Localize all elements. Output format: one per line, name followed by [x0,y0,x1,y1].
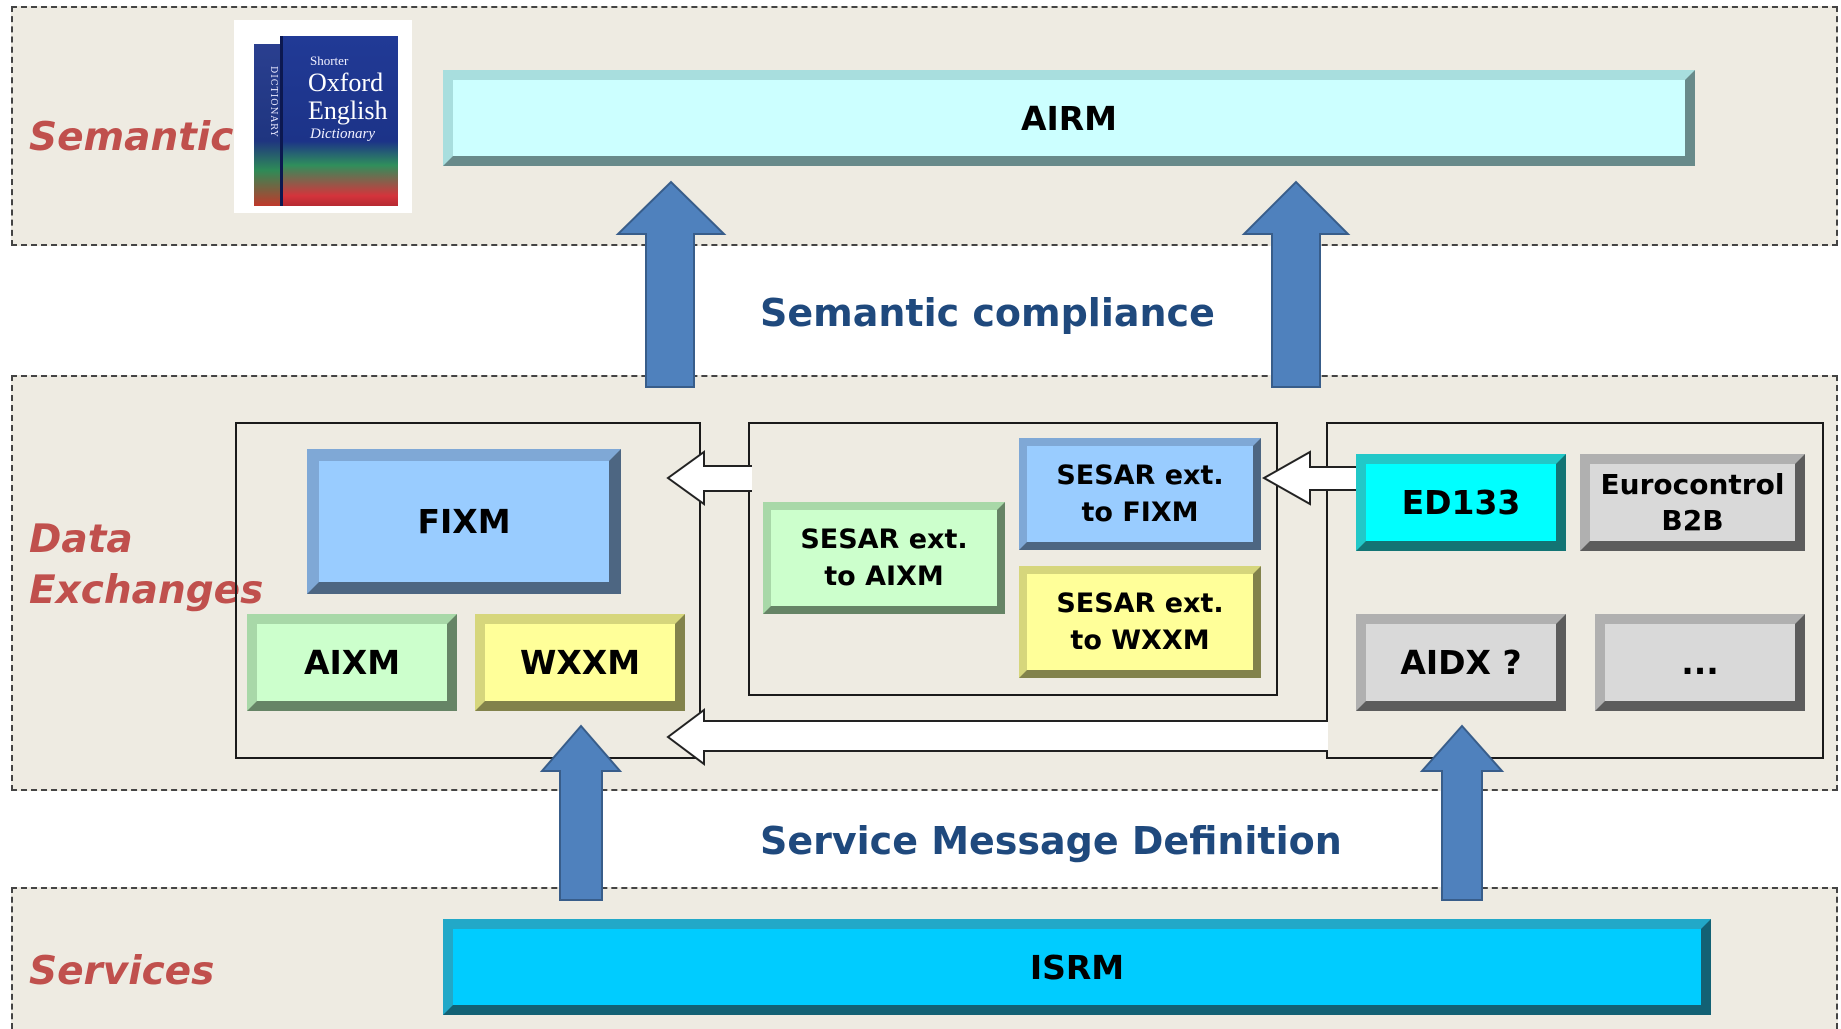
book-title-line4: Dictionary [310,126,375,142]
book-spine-text: DICTIONARY [268,66,278,138]
fixm-box: FIXM [307,449,621,594]
sesar-ext-wxxm-box: SESAR ext. to WXXM [1019,566,1261,678]
service-arrow-right [1419,724,1505,901]
semantic-arrow-left [615,180,727,388]
semantic-compliance-caption: Semantic compliance [760,291,1215,335]
services-layer-label: Services [29,949,215,994]
book-title-line1: Shorter [310,53,349,68]
dictionary-book-image: DICTIONARY Shorter Oxford English Dictio… [234,20,412,213]
semantic-arrow-right [1241,180,1351,388]
data-exchanges-layer-label-line1: Data [29,517,133,562]
book-title-line2: Oxford [308,68,384,97]
other-to-core-arrow [666,708,1328,766]
other-exchanges-group [1326,422,1824,759]
core-models-group [235,422,701,759]
sesar-ext-wxxm-line1: SESAR ext. [1056,588,1224,619]
sesar-ext-aixm-box: SESAR ext. to AIXM [763,502,1005,614]
aixm-box: AIXM [247,614,457,711]
sesar-ext-fixm-line2: to FIXM [1081,497,1199,528]
ed133-box: ED133 [1356,454,1566,551]
sesar-ext-aixm-line1: SESAR ext. [800,524,968,555]
airm-box: AIRM [443,70,1695,166]
aidx-box: AIDX ? [1356,614,1566,711]
ellipsis-box: ... [1595,614,1805,711]
data-exchanges-layer-label-line2: Exchanges [29,568,264,613]
service-message-definition-caption: Service Message Definition [760,819,1342,863]
book-front [280,36,398,206]
isrm-box: ISRM [443,919,1711,1015]
semantic-layer-label: Semantic [29,115,234,160]
sesar-extensions-group [748,422,1278,696]
sesar-ext-aixm-line2: to AIXM [824,561,944,592]
book-title-line3: English [308,96,388,125]
service-arrow-left [539,724,623,901]
eurocontrol-b2b-box: Eurocontrol B2B [1580,454,1805,551]
sesar-ext-fixm-line1: SESAR ext. [1056,460,1224,491]
wxxm-box: WXXM [475,614,685,711]
eurocontrol-b2b-line1: Eurocontrol [1600,467,1785,501]
sesar-ext-wxxm-line2: to WXXM [1070,625,1210,656]
sesar-ext-fixm-box: SESAR ext. to FIXM [1019,438,1261,550]
eurocontrol-b2b-line2: B2B [1661,503,1724,537]
ed133-to-sesar-fixm-arrow [1261,450,1360,506]
sesar-to-fixm-arrow [666,450,752,506]
